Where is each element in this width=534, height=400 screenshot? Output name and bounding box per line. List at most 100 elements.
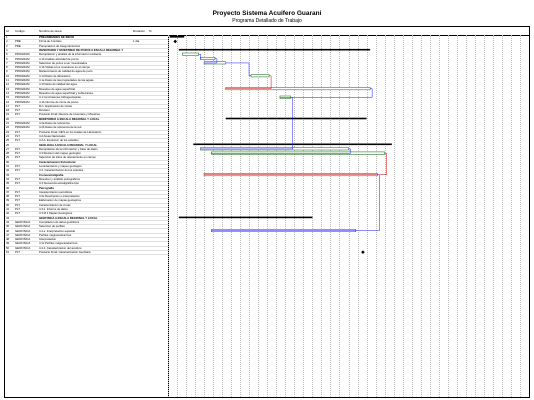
gantt-header: Id Codigo Nombre de tarea Duracion % (5, 27, 529, 36)
summary-bar[interactable] (169, 36, 185, 38)
grid-line (474, 35, 476, 397)
row-task-name: M.1. Exploracion de zonas (39, 103, 72, 108)
row-task-name: 4.3. Caracterizacion de los estudios (39, 168, 84, 173)
row-id: 36 (6, 185, 10, 190)
row-code: PLT (15, 112, 20, 117)
row-code: PLT (15, 198, 20, 203)
row-code: PROGRAM (15, 90, 30, 95)
task-bar[interactable] (200, 56, 216, 60)
task-bar[interactable] (250, 74, 270, 78)
row-id: 46 (6, 228, 10, 233)
row-id: 45 (6, 224, 10, 229)
project-title: Proyecto Sistema Acuifero Guarani (212, 10, 322, 17)
row-code: PROGRAM (15, 121, 30, 125)
row-task-name: Muestreo y analisis petrograficos (39, 176, 80, 181)
row-task-name: Muestreo de agua superficial y subterran… (39, 90, 93, 95)
row-id: 5 (6, 52, 8, 57)
milestone-marker[interactable] (361, 250, 365, 254)
row-id: 32 (6, 168, 10, 173)
summary-bar[interactable] (225, 117, 367, 120)
milestone-marker[interactable] (173, 39, 178, 44)
row-code: PLT (15, 155, 20, 160)
row-id: 11 (6, 78, 9, 82)
row-code: PLT (15, 129, 20, 134)
row-code: PROGRAM (15, 65, 30, 70)
header-id: Id (6, 29, 9, 33)
header-task: Nombre de tarea (39, 29, 62, 33)
row-task-name: Perfiles magnetotelurricos (39, 232, 72, 237)
task-bar[interactable] (225, 87, 371, 91)
row-id: 51 (6, 250, 10, 254)
row-id: 25 (6, 138, 10, 143)
row-id: 10 (6, 73, 10, 78)
dependency-link (225, 62, 252, 77)
row-id: 6 (6, 56, 8, 61)
grid-line (330, 35, 332, 397)
row-id: 44 (6, 219, 10, 224)
row-id: 21 (6, 121, 10, 125)
row-task-name: Revision (39, 108, 50, 113)
grid-line (483, 35, 485, 397)
row-task-name: Levantamiento y mapeo geologico (39, 164, 82, 168)
row-id: 30 (6, 159, 10, 164)
row-code: PROGRAM (15, 86, 30, 91)
summary-bar[interactable] (178, 48, 371, 51)
task-bar[interactable] (182, 52, 199, 56)
row-id: 7 (6, 60, 8, 65)
grid-line (411, 35, 413, 397)
grid-line (420, 35, 422, 397)
summary-bar[interactable] (178, 216, 313, 219)
